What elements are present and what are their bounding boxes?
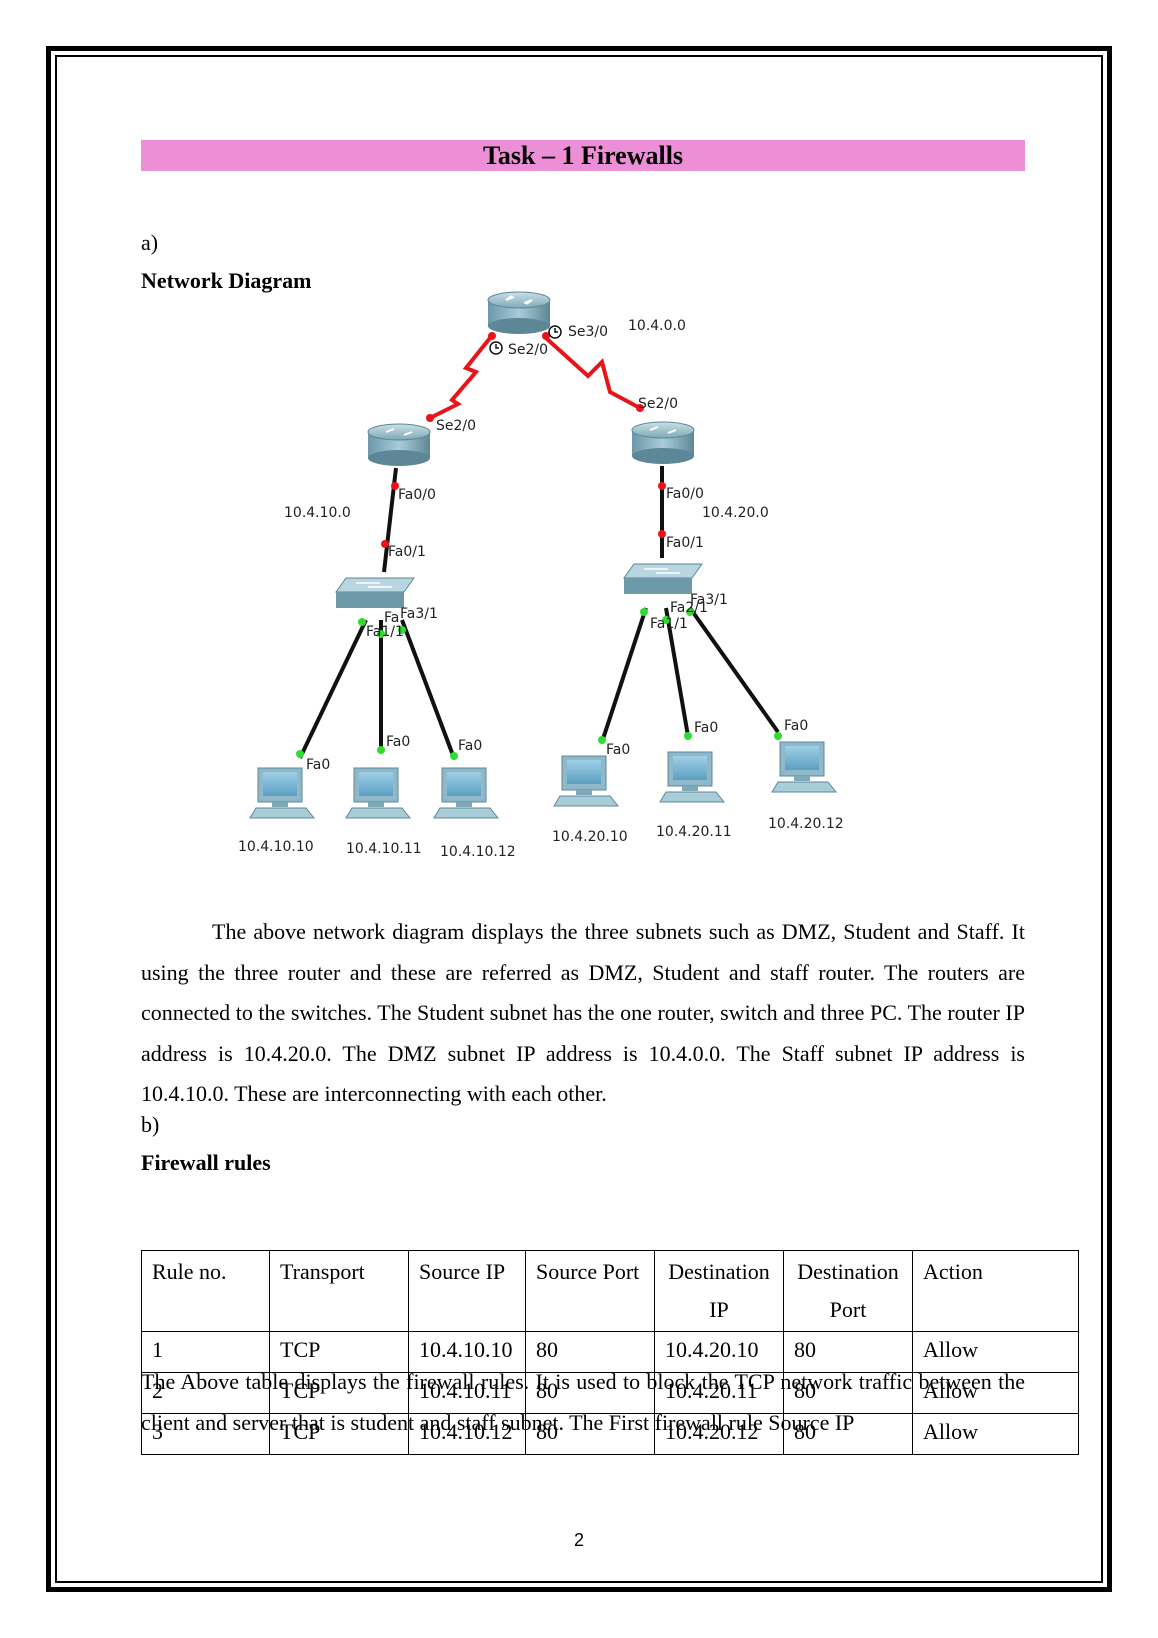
table-row: 3 TCP 10.4.10.12 80 10.4.20.12 80 Allow <box>141 1413 1079 1455</box>
task-title: Task – 1 Firewalls <box>141 140 1025 171</box>
table-header-row: Rule no. Transport Source IP Source Port… <box>141 1250 1079 1332</box>
table-cell: 10.4.10.11 <box>408 1372 526 1414</box>
table-cell: 3 <box>141 1413 270 1455</box>
paragraph-2: The Above table displays the firewall ru… <box>141 1369 1025 1435</box>
part-b-label: b) <box>141 1112 160 1137</box>
serial-link-left <box>429 336 492 420</box>
header-cell: Transport <box>269 1250 409 1332</box>
table-cell: 10.4.10.10 <box>408 1331 526 1373</box>
part-a-label: a) <box>141 230 159 255</box>
pc-10-4-10-12-icon <box>433 767 500 819</box>
pc-label: 10.4.10.10 <box>238 839 314 855</box>
port-top-se3: Se3/0 <box>568 324 608 340</box>
subnet-staff-label: 10.4.10.0 <box>284 505 351 521</box>
router-staff-icon <box>367 423 431 466</box>
network-diagram: 10.4.0.0 10.4.10.0 10.4.20.0 Se3/0 Se2/0… <box>238 291 844 860</box>
pc-label: 10.4.10.11 <box>346 841 422 857</box>
header-cell: Source IP <box>408 1250 526 1332</box>
pc-10-4-10-11-icon <box>345 767 412 819</box>
table-cell: 10.4.20.12 <box>654 1413 784 1455</box>
link-left-pc1 <box>298 619 368 759</box>
table-row: 2 TCP 10.4.10.11 80 10.4.20.11 80 Allow <box>141 1372 1079 1414</box>
port-pc4-fa0: Fa0 <box>606 742 630 758</box>
table-cell: 80 <box>783 1372 913 1414</box>
port-right-se2: Se2/0 <box>638 396 678 412</box>
pc-label: 10.4.20.11 <box>656 824 732 840</box>
port-pc6-fa0: Fa0 <box>784 718 808 734</box>
subnet-dmz-label: 10.4.0.0 <box>628 318 686 334</box>
router-dmz-icon <box>487 291 551 334</box>
pc-icons <box>249 741 838 819</box>
table-cell: TCP <box>269 1413 409 1455</box>
pc-label: 10.4.20.12 <box>768 816 844 832</box>
header-cell: Rule no. <box>141 1250 270 1332</box>
pc-10-4-20-10-icon <box>553 755 620 807</box>
port-top-se2: Se2/0 <box>508 342 548 358</box>
table-cell: 80 <box>525 1372 655 1414</box>
port-right-fa00: Fa0/0 <box>666 486 704 502</box>
port-left-fa11: Fa1/1 <box>366 624 404 640</box>
port-right-fa11: Fa1/1 <box>650 616 688 632</box>
table-cell: 10.4.10.12 <box>408 1413 526 1455</box>
paragraph-1: The above network diagram displays the t… <box>141 912 1025 1115</box>
page-border-inner <box>55 55 1103 1583</box>
page-number: 2 <box>573 1530 584 1550</box>
title-bar: Task – 1 Firewalls <box>141 140 1025 171</box>
port-left-fa2: Fa <box>384 610 399 626</box>
clock-icon <box>489 325 562 355</box>
pc-label: 10.4.10.12 <box>440 844 516 860</box>
rules-heading: Firewall rules <box>141 1150 271 1175</box>
port-dots-green <box>296 608 782 760</box>
firewall-rules-table: Rule no. Transport Source IP Source Port… <box>141 1250 1079 1455</box>
header-cell: Source Port <box>525 1250 655 1332</box>
port-left-fa31: Fa3/1 <box>400 606 438 622</box>
table-cell: Allow <box>912 1413 1079 1455</box>
header-cell: Action <box>912 1250 1079 1332</box>
link-right-pc3 <box>688 606 780 734</box>
link-right-pc2 <box>664 607 690 737</box>
port-right-fa31: Fa3/1 <box>690 592 728 608</box>
port-pc3-fa0: Fa0 <box>458 738 482 754</box>
table-cell: Allow <box>912 1331 1079 1373</box>
port-pc2-fa0: Fa0 <box>386 734 410 750</box>
page-border-outer <box>46 46 1112 1592</box>
switch-student-icon <box>623 563 703 594</box>
port-dots <box>381 332 666 548</box>
pc-10-4-20-12-icon <box>771 741 838 793</box>
router-student-icon <box>631 421 695 464</box>
paragraph-1-text: The above network diagram displays the t… <box>141 919 1025 1106</box>
header-cell: Destination IP <box>654 1250 784 1332</box>
port-left-fa00: Fa0/0 <box>398 487 436 503</box>
table-cell: TCP <box>269 1372 409 1414</box>
header-cell: Destination Port <box>783 1250 913 1332</box>
diagram-heading: Network Diagram <box>141 268 312 293</box>
pc-label: 10.4.20.10 <box>552 829 628 845</box>
port-pc5-fa0: Fa0 <box>694 720 718 736</box>
subnet-student-label: 10.4.20.0 <box>702 505 769 521</box>
pc-10-4-10-10-icon <box>249 767 316 819</box>
port-right-fa2: Fa2/1 <box>670 600 708 616</box>
table-cell: 80 <box>525 1413 655 1455</box>
port-left-fa01: Fa0/1 <box>388 544 426 560</box>
link-right-pc1 <box>600 607 648 743</box>
port-pc1-fa0: Fa0 <box>306 757 330 773</box>
link-left-pc3 <box>400 619 456 759</box>
switch-staff-icon <box>335 577 415 608</box>
table-cell: 80 <box>783 1413 913 1455</box>
pc-10-4-20-11-icon <box>659 751 726 803</box>
port-left-se2: Se2/0 <box>436 418 476 434</box>
serial-link-right <box>544 336 641 410</box>
port-right-fa01: Fa0/1 <box>666 535 704 551</box>
